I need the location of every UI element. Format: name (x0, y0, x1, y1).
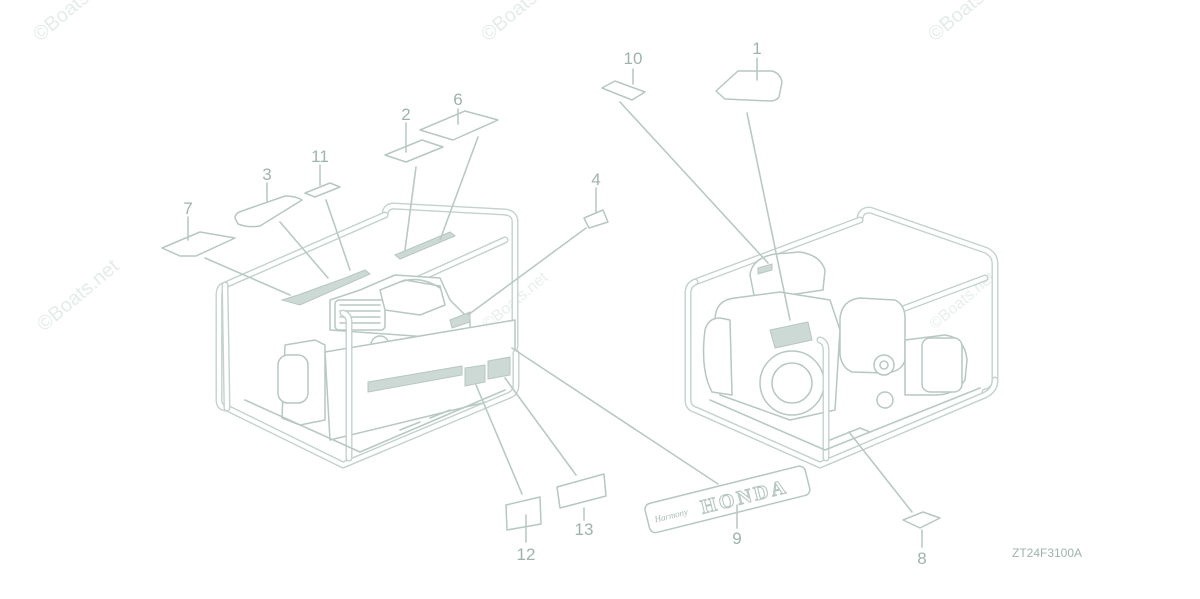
decal-part-10[interactable] (601, 80, 646, 101)
decal-part-2[interactable] (384, 139, 444, 163)
callout-9: 9 (732, 529, 741, 548)
decal-part-9-emblem[interactable]: Harmony HONDA (644, 465, 811, 534)
decal-part-12[interactable] (505, 496, 542, 531)
decal-part-1[interactable] (715, 70, 783, 102)
callout-numbers: 1 2 3 4 6 7 8 9 10 11 12 13 (183, 39, 926, 568)
decal-part-6[interactable] (419, 110, 499, 141)
decal-part-3[interactable] (234, 195, 303, 228)
callout-10: 10 (624, 49, 643, 68)
watermarks: ©Boats.net ©Boats.net ©Boats.net ©Boats.… (29, 0, 1015, 336)
leader-lines (187, 57, 923, 548)
callout-2: 2 (401, 105, 410, 124)
callout-8: 8 (917, 549, 926, 568)
watermark-text: ©Boats.net (477, 0, 568, 46)
decal-parts (161, 70, 941, 531)
callout-6: 6 (453, 90, 462, 109)
callout-7: 7 (183, 199, 192, 218)
watermark-text: ©Boats.net (33, 255, 124, 336)
callout-4: 4 (591, 170, 600, 189)
diagram-code: ZT24F3100A (1012, 546, 1082, 560)
callout-13: 13 (575, 520, 594, 539)
watermark-text: ©Boats.net (29, 0, 120, 46)
generator-rear-view (684, 206, 999, 469)
decal-part-8[interactable] (902, 511, 941, 529)
watermark-text: ©Boats.net (924, 0, 1015, 46)
decal-part-11[interactable] (304, 182, 341, 198)
decal-part-7[interactable] (161, 231, 236, 257)
callout-3: 3 (262, 165, 271, 184)
generator-front-view (215, 202, 520, 469)
decal-part-13[interactable] (556, 473, 607, 509)
callout-1: 1 (752, 39, 761, 58)
callout-11: 11 (311, 147, 329, 166)
callout-12: 12 (517, 545, 536, 564)
